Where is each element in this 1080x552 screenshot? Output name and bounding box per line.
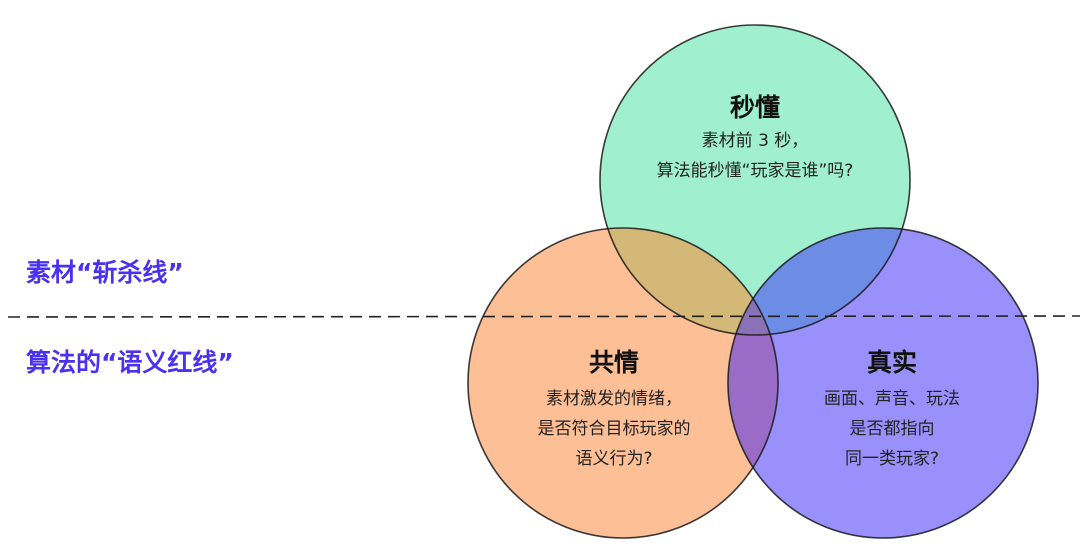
overlap-top-left [600,228,778,335]
desc-line: 语义行为? [575,449,653,469]
label-material-kill-line: 素材“斩杀线” [26,258,184,287]
circle-left-desc: 素材激发的情绪， 是否符合目标玩家的 语义行为? [538,384,691,474]
label-semantic-red-line: 算法的“语义红线” [26,348,234,377]
dashed-divider [7,315,1080,318]
desc-line: 是否符合目标玩家的 [537,419,691,439]
desc-line: 画面、声音、玩法 [824,389,960,409]
desc-line: 同一类玩家? [844,449,940,469]
desc-line: 素材前 3 秒， [701,131,809,151]
circle-left-title: 共情 [588,348,640,377]
circle-top-title: 秒懂 [729,93,781,122]
circle-top-desc: 素材前 3 秒， 算法能秒懂“玩家是谁”吗? [657,126,854,186]
desc-line: 算法能秒懂“玩家是谁”吗? [656,161,854,181]
overlap-top-right [728,228,910,335]
desc-line: 是否都指向 [849,419,935,439]
circle-right-title: 真实 [866,348,918,377]
circle-right-desc: 画面、声音、玩法 是否都指向 同一类玩家? [824,384,960,474]
desc-line: 素材激发的情绪， [546,389,682,409]
